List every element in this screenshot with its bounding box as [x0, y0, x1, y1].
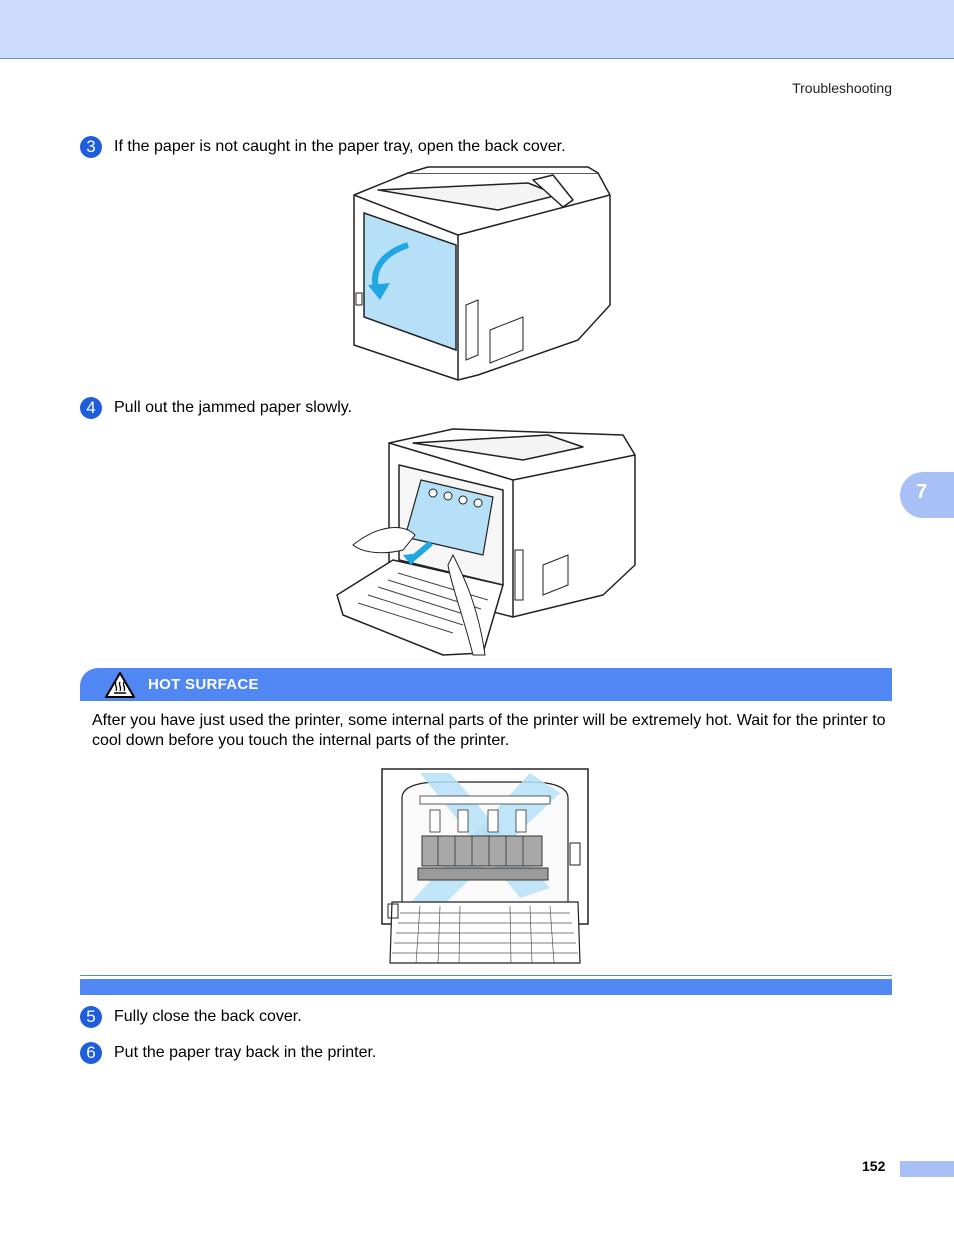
- hot-internal-parts-illustration: [381, 768, 589, 964]
- step-text: If the paper is not caught in the paper …: [114, 138, 566, 155]
- step-number: 4: [80, 397, 102, 419]
- printer-back-cover-illustration: [353, 166, 611, 381]
- warning-title: HOT SURFACE: [148, 676, 259, 693]
- warning-rule: [80, 975, 892, 976]
- page-number-bar: [900, 1161, 954, 1177]
- section-title: Troubleshooting: [792, 80, 892, 96]
- pull-jammed-paper-illustration: [336, 428, 636, 656]
- step-number: 6: [80, 1042, 102, 1064]
- warning-text: After you have just used the printer, so…: [92, 712, 886, 749]
- page-number: 152: [862, 1158, 886, 1174]
- step-text: Fully close the back cover.: [114, 1008, 302, 1025]
- header-band: [0, 0, 954, 59]
- step-number: 3: [80, 136, 102, 158]
- hot-surface-warning-header: HOT SURFACE: [80, 668, 892, 701]
- chapter-number: 7: [916, 481, 928, 503]
- hot-surface-icon: [105, 672, 135, 698]
- chapter-tab[interactable]: 7: [900, 472, 954, 518]
- step-text: Pull out the jammed paper slowly.: [114, 399, 353, 416]
- warning-footer-band: [80, 979, 892, 995]
- step-text: Put the paper tray back in the printer.: [114, 1044, 377, 1061]
- step-number: 5: [80, 1006, 102, 1028]
